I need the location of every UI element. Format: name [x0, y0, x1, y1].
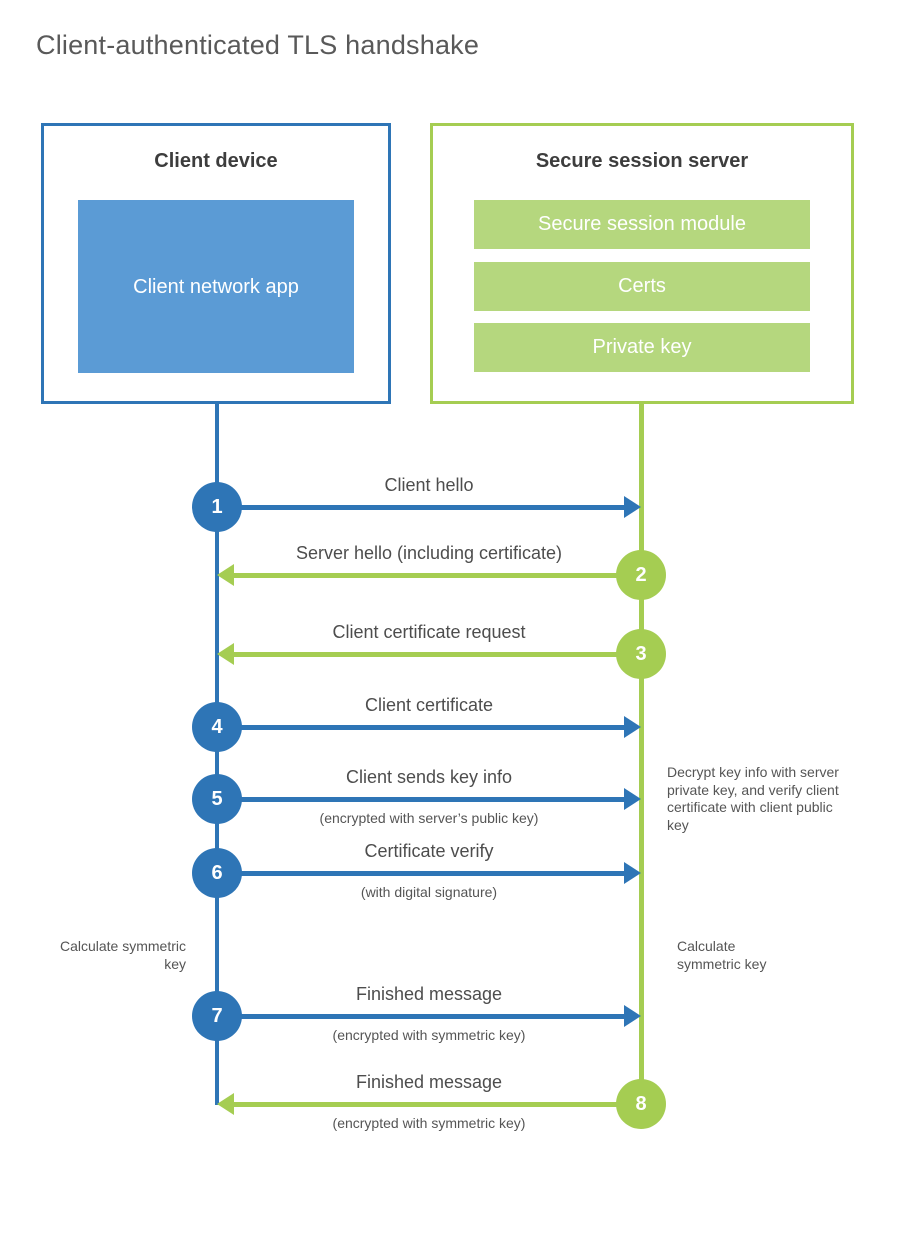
- step-8-number-badge: 8: [616, 1079, 666, 1129]
- step-4-arrow-line: [217, 725, 624, 730]
- step-6-label: Certificate verify: [364, 841, 494, 861]
- step-3-label: Client certificate request: [332, 622, 526, 642]
- step-5-label: Client sends key info: [345, 767, 513, 787]
- step-3-arrow-line: [234, 652, 641, 657]
- step-2-arrowhead-icon: [217, 564, 234, 586]
- step-7-label: Finished message: [355, 984, 503, 1004]
- secure-session-server-box: Secure session server Secure session mod…: [430, 123, 854, 404]
- step-1-arrowhead-icon: [624, 496, 641, 518]
- step-2-number-badge: 2: [616, 550, 666, 600]
- step-2-arrow-line: [234, 573, 641, 578]
- step-5-number-badge: 5: [192, 774, 242, 824]
- step-1-label: Client hello: [384, 475, 474, 495]
- step-8-arrowhead-icon: [217, 1093, 234, 1115]
- step-8-sublabel: (encrypted with symmetric key): [332, 1115, 526, 1131]
- step-1-number-badge: 1: [192, 482, 242, 532]
- step-5-arrow-line: [217, 797, 624, 802]
- step-7-number-badge: 7: [192, 991, 242, 1041]
- client-lifeline: [215, 404, 219, 1105]
- step-4-label: Client certificate: [364, 695, 494, 715]
- step-8-arrow-line: [234, 1102, 641, 1107]
- server-lifeline: [639, 404, 644, 1104]
- page-title: Client-authenticated TLS handshake: [36, 30, 480, 60]
- client-device-title: Client device: [154, 150, 278, 172]
- step-7-arrow-line: [217, 1014, 624, 1019]
- step-6-number-badge: 6: [192, 848, 242, 898]
- server-decrypt-note: Decrypt key info with server private key…: [667, 764, 839, 833]
- step-4-number-badge: 4: [192, 702, 242, 752]
- step-7-arrowhead-icon: [624, 1005, 641, 1027]
- step-4-arrowhead-icon: [624, 716, 641, 738]
- server-module-label: Secure session module: [538, 213, 746, 235]
- server-module-label: Private key: [592, 336, 692, 358]
- client-network-app-label: Client network app: [133, 275, 299, 298]
- step-6-sublabel: (with digital signature): [360, 884, 498, 900]
- client-calculate-symmetric-key-note: Calculate symmetric key: [59, 938, 186, 972]
- client-device-box: Client device Client network app: [41, 123, 391, 404]
- step-3-number-badge: 3: [616, 629, 666, 679]
- step-7-sublabel: (encrypted with symmetric key): [332, 1027, 526, 1043]
- step-2-label: Server hello (including certificate): [295, 543, 563, 563]
- step-1-arrow-line: [217, 505, 624, 510]
- step-5-arrowhead-icon: [624, 788, 641, 810]
- step-5-sublabel: (encrypted with server’s public key): [319, 810, 539, 826]
- step-3-arrowhead-icon: [217, 643, 234, 665]
- server-module-certs: Certs: [474, 262, 810, 311]
- server-module-private-key: Private key: [474, 323, 810, 372]
- server-module-secure-session: Secure session module: [474, 200, 810, 249]
- step-6-arrow-line: [217, 871, 624, 876]
- step-8-label: Finished message: [355, 1072, 503, 1092]
- step-6-arrowhead-icon: [624, 862, 641, 884]
- client-network-app-box: Client network app: [78, 200, 354, 373]
- secure-session-server-title: Secure session server: [535, 150, 749, 172]
- server-module-label: Certs: [618, 275, 666, 297]
- server-calculate-symmetric-key-note: Calculate symmetric key: [677, 938, 767, 972]
